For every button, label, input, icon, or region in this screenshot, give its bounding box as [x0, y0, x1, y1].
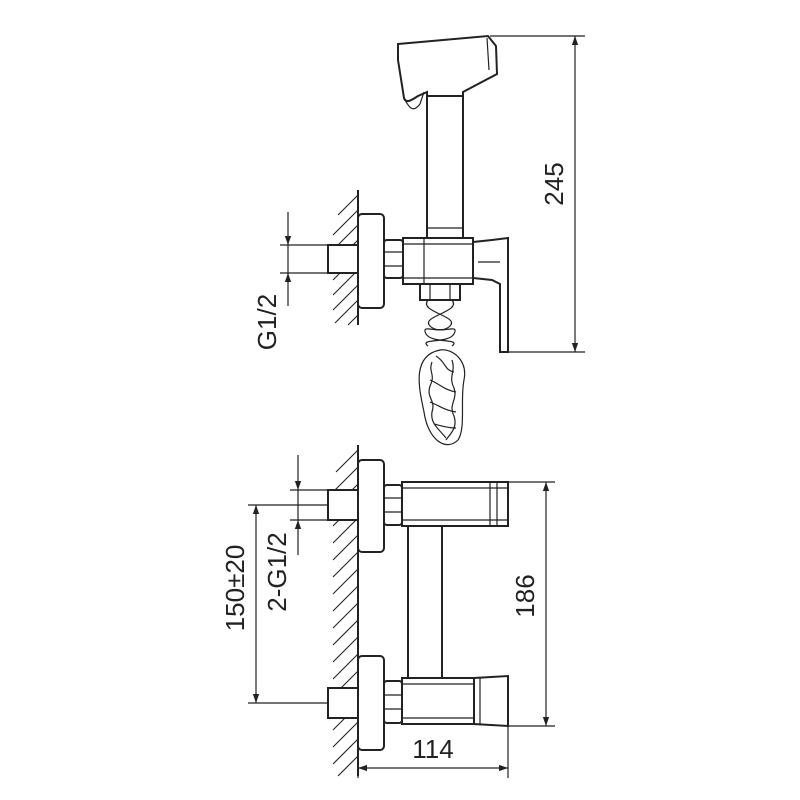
lower-bottom-pipe-stub [327, 687, 359, 719]
lower-bottom-valve-body [401, 677, 475, 725]
lower-connecting-pipe [407, 524, 443, 682]
upper-valve-body [402, 237, 474, 285]
lower-bottom-hex-nut [383, 680, 403, 724]
lower-top-pipe-stub [327, 489, 359, 521]
dim-lower-thread-label: 2-G1/2 [262, 532, 292, 612]
dim-upper-height-label: 245 [539, 162, 569, 205]
sprayer-head [397, 34, 499, 103]
upper-lever-handle [472, 236, 509, 353]
dim-lower-width [357, 726, 509, 778]
lower-view: 186 2-G1/2 150±20 114 [220, 445, 555, 778]
dim-lower-width-label: 114 [412, 734, 453, 764]
upper-hex-nut [383, 239, 404, 279]
upper-view: 245 G1/2 [252, 34, 585, 446]
hose-connector [419, 283, 461, 301]
hose-coil [418, 299, 466, 446]
lower-top-flange [357, 459, 385, 553]
lower-top-hex-nut [383, 484, 403, 526]
sprayer-stem [426, 91, 464, 239]
lower-bottom-flange [357, 655, 385, 751]
upper-flange [357, 213, 385, 309]
dim-lower-height-label: 186 [510, 574, 540, 617]
dim-lower-spacing-label: 150±20 [220, 545, 250, 632]
dim-upper-thread [280, 212, 328, 306]
dim-upper-thread-label: G1/2 [252, 294, 282, 350]
dim-upper-height [490, 35, 585, 353]
lower-handle [473, 674, 509, 728]
upper-pipe-stub [327, 244, 359, 274]
dim-lower-height [508, 481, 555, 727]
dim-lower-spacing [248, 504, 328, 704]
dim-lower-thread [290, 455, 328, 555]
